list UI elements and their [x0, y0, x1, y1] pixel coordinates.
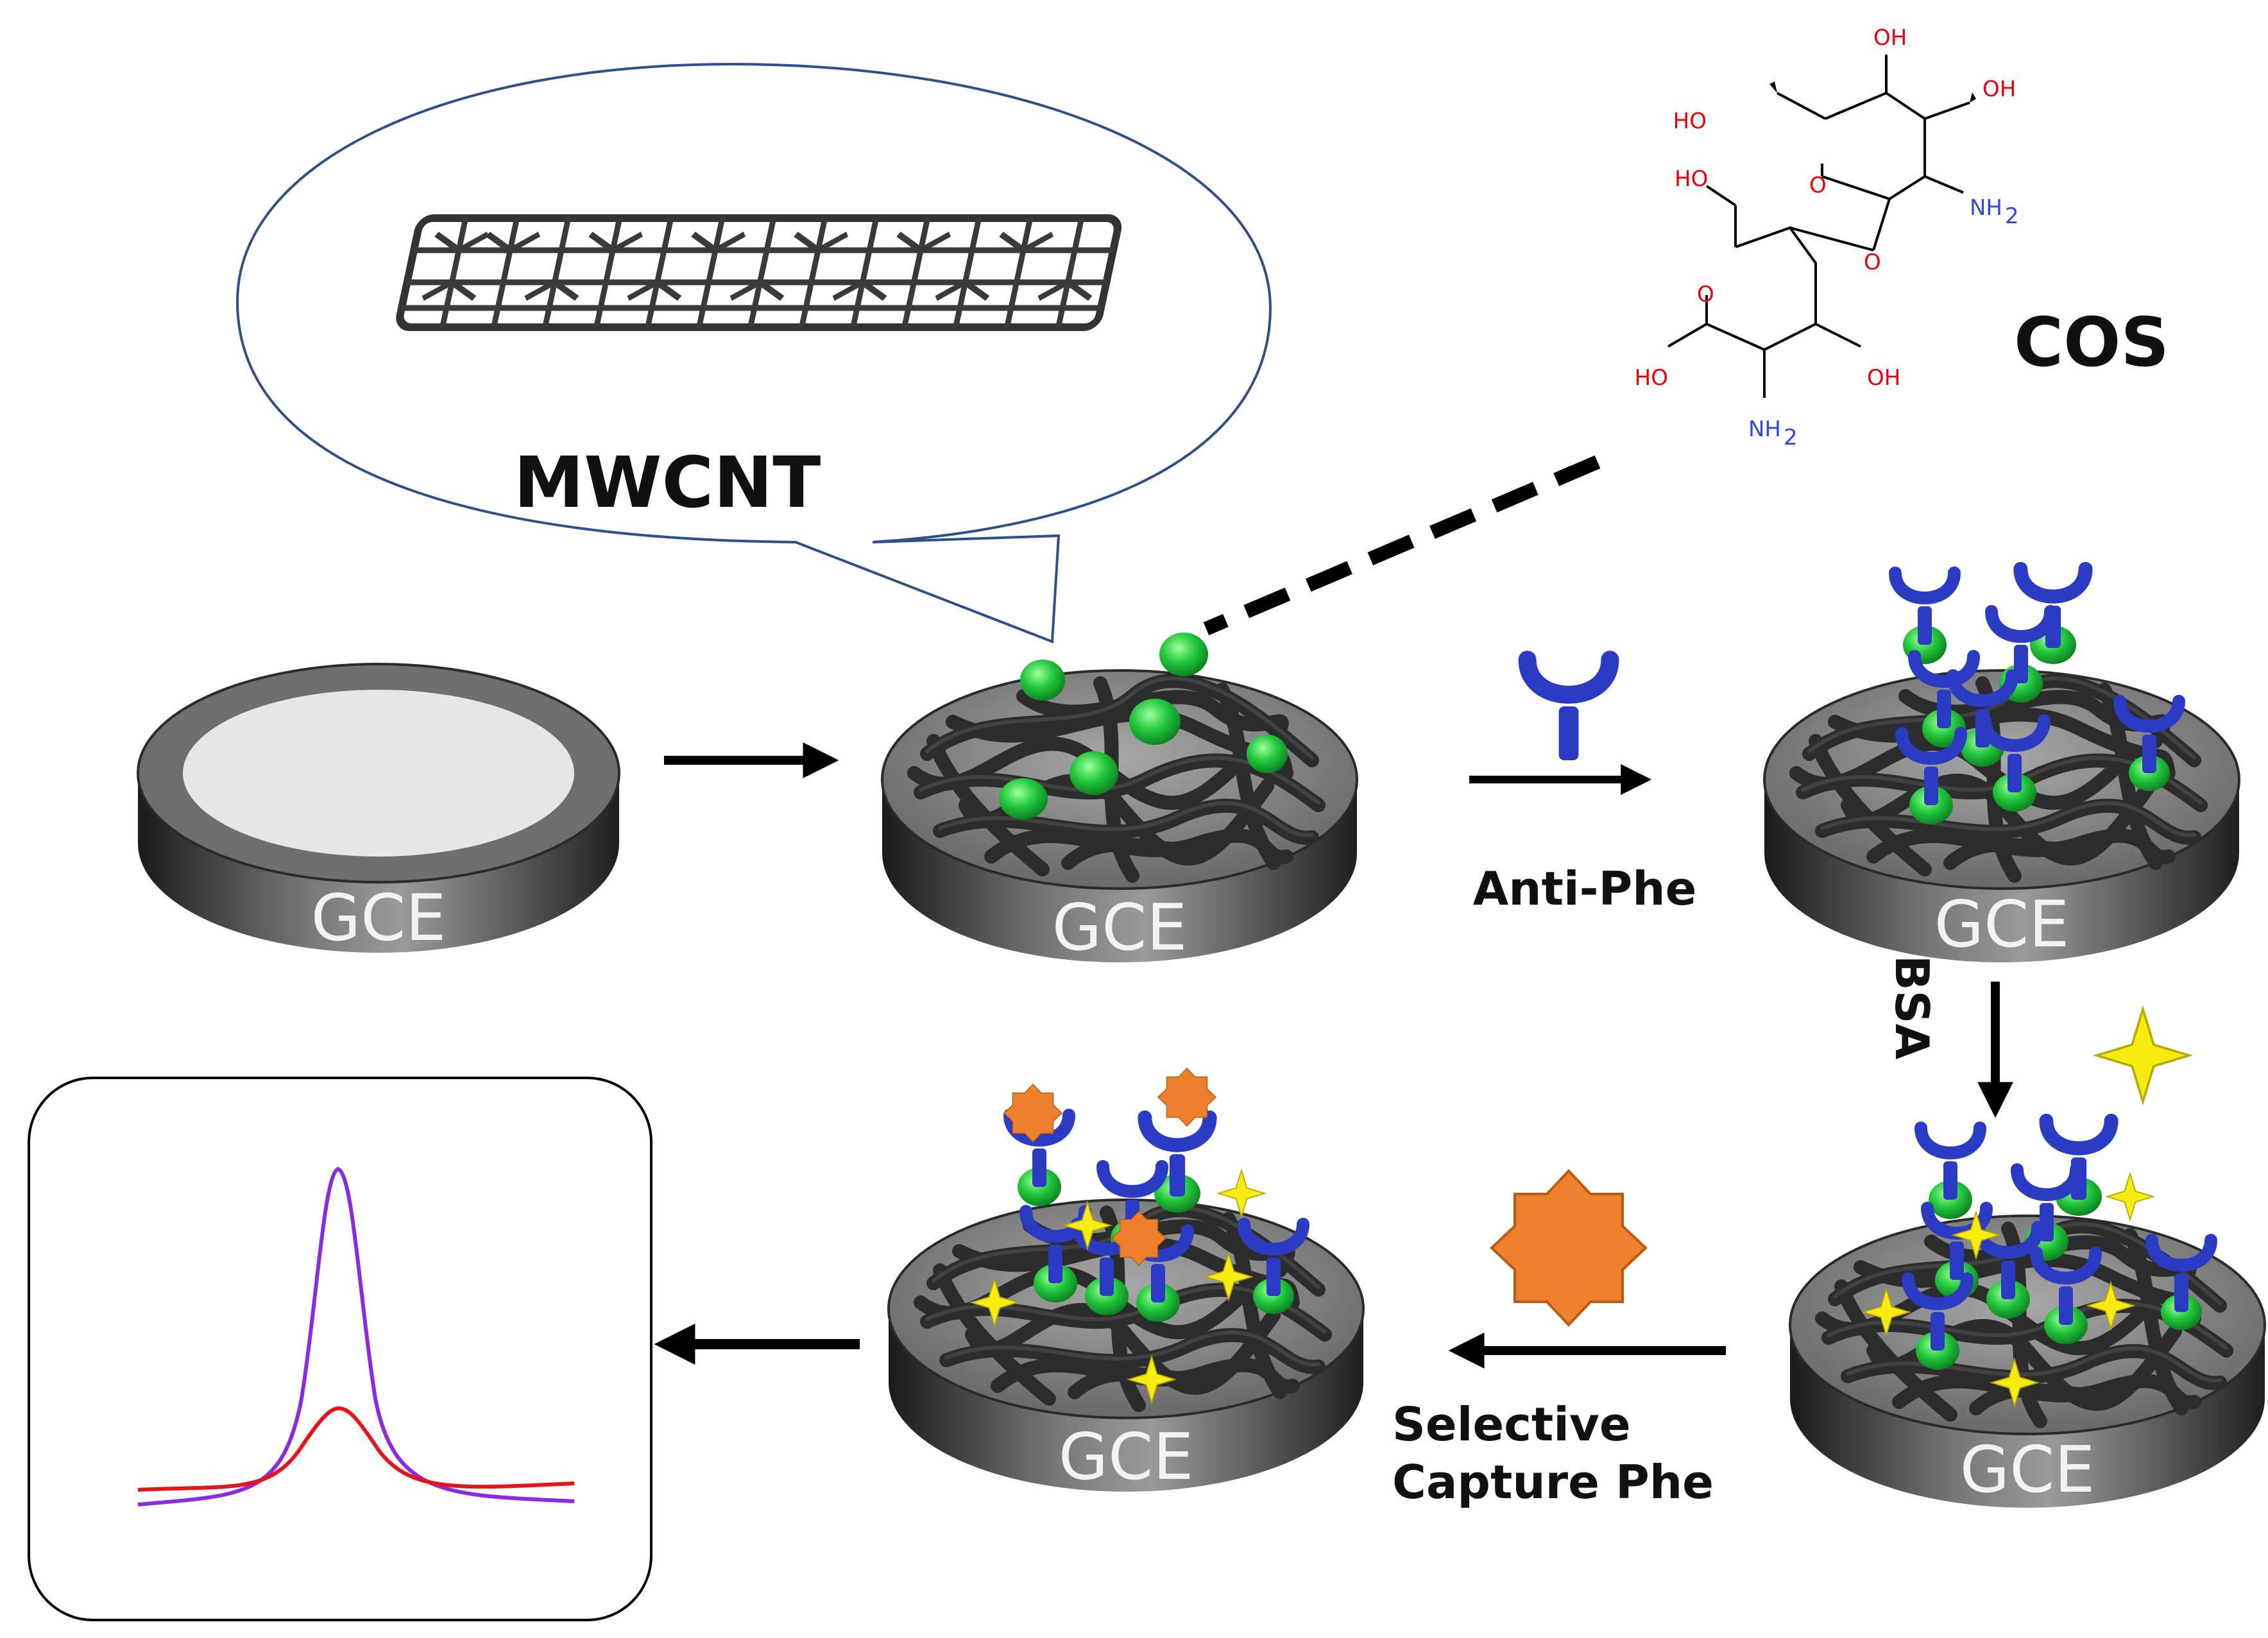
gce-label-5: GCE [1059, 1419, 1194, 1494]
cos-dashed-connector [1203, 455, 1601, 636]
purple-trace [137, 1166, 575, 1506]
captured-antibodies [1010, 1115, 1303, 1322]
cos-ho-2: HO [1675, 166, 1708, 192]
gce-label-1: GCE [311, 880, 447, 955]
plot-frame [28, 1077, 652, 1621]
speech-bubble [235, 62, 1272, 644]
cos-o-ring2: O [1697, 282, 1714, 307]
cos-label: COS [2014, 303, 2169, 382]
cos-ho-3: HO [1635, 365, 1668, 391]
red-trace [137, 1406, 575, 1492]
gce-label-3: GCE [1934, 887, 2070, 962]
selective-label-line2: Capture Phe [1392, 1455, 1714, 1509]
cos-o-bridge: O [1864, 250, 1881, 275]
bsa-label: BSA [1885, 955, 1939, 1060]
cos-nh2-2: NH 2 [1748, 416, 1798, 450]
voltammogram-panel [28, 1077, 652, 1621]
antibody-icon [1528, 660, 1610, 760]
gce-electrode-bsa: GCE [1789, 1121, 2266, 1508]
step-anti-phe: Anti-Phe [1469, 660, 1696, 916]
cos-beads [999, 633, 1288, 819]
cos-o-ring1: O [1809, 173, 1827, 198]
cos-ho-1: HO [1673, 108, 1707, 134]
bsa-star-icon [2095, 1008, 2190, 1103]
mwcnt-callout: MWCNT [235, 62, 1272, 644]
gce-label-4: GCE [1960, 1432, 2095, 1507]
step-selective-capture: Selective Capture Phe [1392, 1170, 1726, 1509]
phenanthrene-star-icon [1490, 1170, 1647, 1326]
cos-structure: HO OH OH O NH 2 HO O O HO OH NH 2 COS [1635, 25, 2169, 450]
svg-text:2: 2 [1784, 425, 1798, 450]
gce-electrode-antibody: GCE [1763, 569, 2240, 962]
gce-electrode-captured: GCE [887, 1068, 1365, 1494]
gce-electrode-bare: GCE [137, 663, 620, 955]
cos-oh-2: OH [1982, 76, 2016, 102]
cos-oh-3: OH [1867, 365, 1900, 391]
gce-label-2: GCE [1052, 890, 1188, 965]
svg-text:NH: NH [1748, 416, 1781, 442]
svg-text:NH: NH [1970, 195, 2002, 221]
carbon-nanotube-icon [396, 214, 1122, 331]
svg-text:2: 2 [2005, 203, 2019, 229]
gce-electrode-mwcnt: GCE [881, 633, 1358, 965]
immobilized-antibodies [1895, 569, 2179, 824]
cos-nh2-1: NH 2 [1970, 195, 2019, 229]
anti-phe-label: Anti-Phe [1473, 862, 1697, 916]
mwcnt-label: MWCNT [514, 441, 821, 524]
cos-oh-1: OH [1873, 25, 1907, 51]
blocked-antibodies [1908, 1121, 2211, 1370]
step-bsa: BSA [1885, 955, 2190, 1118]
selective-label-line1: Selective [1392, 1397, 1631, 1451]
